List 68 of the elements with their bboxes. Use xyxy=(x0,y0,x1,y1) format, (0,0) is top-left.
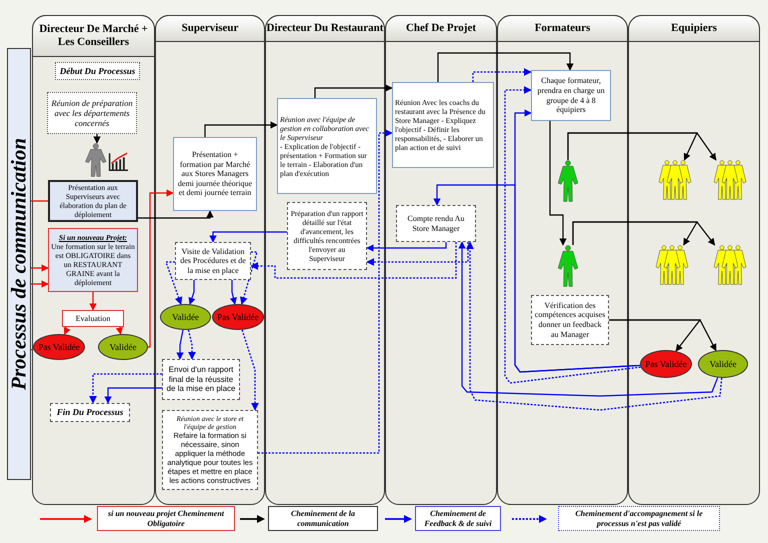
arrow xyxy=(314,84,393,98)
process-box: Evaluation xyxy=(62,310,124,327)
lane-header: Equipiers xyxy=(628,15,760,42)
arrow xyxy=(366,242,447,252)
arrow xyxy=(433,184,640,373)
swimlane xyxy=(155,15,265,505)
arrow xyxy=(250,242,457,279)
lane-header: Superviseur xyxy=(155,15,265,42)
arrow xyxy=(176,330,184,360)
process-box: Chaque formateur, prendra en charge un groupe de 4 à 8 équipiers xyxy=(531,70,611,121)
lane-header: Chef De Projet xyxy=(385,15,497,42)
process-box: Envoi d'un rapport final de la réussite de la mise en place xyxy=(162,359,240,400)
legend-text: Cheminement de la communication xyxy=(268,506,378,531)
presenter-drawing xyxy=(82,143,128,177)
swimlane xyxy=(265,15,385,505)
arrow xyxy=(28,200,49,272)
status-oval: Pas Validée xyxy=(212,304,264,330)
swimlane xyxy=(385,15,497,505)
process-box: Visite de Validation des Procédures et de la mise en place xyxy=(175,242,251,280)
arrow xyxy=(504,86,641,384)
process-box xyxy=(277,98,377,194)
arrow xyxy=(148,189,174,348)
swimlane xyxy=(32,15,155,505)
arrow xyxy=(609,319,716,352)
vertical-title: Processus de communication xyxy=(6,138,32,390)
arrow xyxy=(366,242,469,266)
process-box: Compte rendu Au Store Manager xyxy=(396,205,476,242)
arrow xyxy=(104,387,162,404)
arrow xyxy=(64,326,70,335)
arrow xyxy=(549,121,567,246)
arrow xyxy=(230,280,237,305)
arrow xyxy=(437,52,574,82)
swimlane xyxy=(628,15,760,505)
arrow xyxy=(165,261,182,305)
legend-text: Cheminement d'accompagnement si le processus n'est pas validé xyxy=(558,506,720,531)
process-box: Présentation + formation par Marché aux Stores Managers demi journée théorique et demi journée terrain xyxy=(173,137,257,211)
arrow xyxy=(258,129,393,454)
person-icon xyxy=(557,245,579,287)
swimlane xyxy=(497,15,628,505)
status-oval: Pas Validée xyxy=(640,350,692,378)
arrow xyxy=(204,121,278,137)
start-box: Début Du Processus xyxy=(55,62,140,80)
arrow xyxy=(138,210,214,219)
arrow xyxy=(89,292,97,311)
lane-header: Formateurs xyxy=(497,15,628,42)
legend-text: si un nouveau projet Cheminement Obligatoire xyxy=(97,506,235,531)
process-box xyxy=(162,410,258,490)
person-icon xyxy=(557,160,579,202)
process-box xyxy=(48,228,138,292)
status-oval: Validée xyxy=(698,350,748,378)
arrow xyxy=(93,134,101,144)
lane-header: Directeur Du Restaurant xyxy=(265,15,385,42)
arrow xyxy=(89,373,162,404)
legend-text: Cheminement de Feedback & de suivi xyxy=(415,506,501,531)
arrow xyxy=(240,251,258,305)
arrow xyxy=(188,280,196,305)
process-box: Vérification des compétences acquises donner un feedback au Manager xyxy=(531,295,609,345)
end-box: Fin Du Processus xyxy=(50,403,130,422)
arrow xyxy=(472,68,532,82)
arrow xyxy=(209,231,287,243)
arrow xyxy=(116,327,123,335)
status-oval: Validée xyxy=(160,304,211,330)
status-oval: Pas Validée xyxy=(33,334,85,360)
status-oval: Validée xyxy=(98,334,148,360)
lane-header: Directeur De Marché + Les Conseillers xyxy=(32,15,155,57)
arrow xyxy=(188,330,196,360)
process-box: Réunion de préparation avec les départements concernés xyxy=(47,92,137,134)
arrow xyxy=(242,330,259,411)
